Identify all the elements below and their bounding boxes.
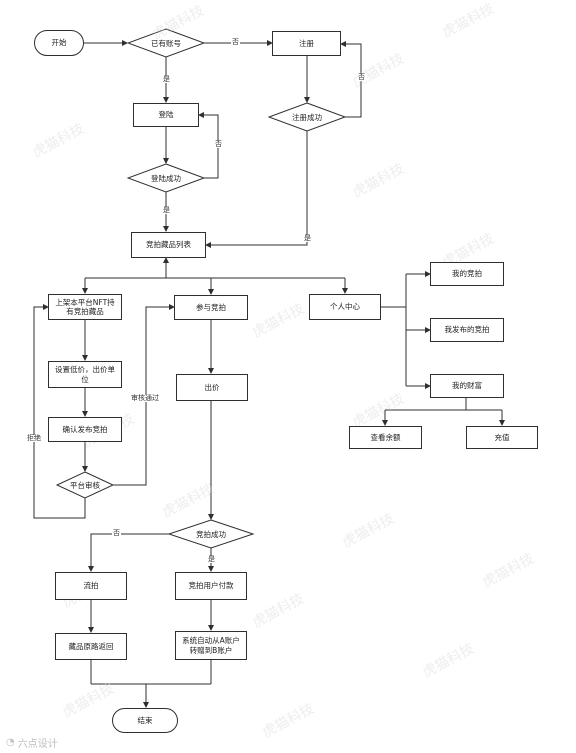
platform-review-decision: 平台审核 [70, 480, 100, 490]
personal-center-node: 个人中心 [309, 294, 381, 320]
login-success-decision: 登陆成功 [151, 173, 181, 183]
edge-label-no: 否 [112, 529, 121, 537]
my-published-node: 我发布的竞拍 [430, 318, 504, 342]
edge-label-yes: 是 [207, 555, 216, 563]
edge-review-reject [33, 304, 86, 519]
recharge-node: 充值 [466, 426, 538, 449]
end-node: 结束 [112, 708, 178, 733]
edge-label-yes: 是 [162, 206, 171, 214]
user-pay-node: 竞拍用户付款 [175, 572, 247, 600]
edge-success-no [88, 533, 169, 572]
confirm-publish-node: 确认发布竞拍 [48, 417, 122, 442]
register-success-decision: 注册成功 [292, 112, 322, 122]
edge-label-no: 否 [357, 73, 366, 81]
footer-text: 六点设计 [17, 739, 58, 750]
edge-label-yes: 是 [303, 234, 312, 242]
list-nft-node: 上架本平台NFT持有竞拍藏品 [48, 294, 122, 320]
auction-success-decision: 竞拍成功 [196, 529, 226, 539]
my-wealth-node: 我的财富 [430, 374, 504, 398]
login-node: 登陆 [133, 103, 199, 127]
has-account-decision: 已有账号 [151, 38, 181, 48]
set-price-node: 设置低价，出价单位 [48, 361, 122, 388]
failed-auction-node: 流拍 [55, 572, 127, 600]
start-node: 开始 [34, 30, 84, 56]
join-auction-node: 参与竞拍 [174, 295, 248, 320]
register-node: 注册 [272, 31, 341, 56]
edge-label-reject: 拒绝 [26, 434, 42, 442]
my-bids-node: 我的竞拍 [430, 262, 504, 286]
edge-label-approved: 审核通过 [130, 394, 160, 402]
footer-logo: ◔ 六点设计 [6, 735, 58, 750]
edge-label-no: 否 [231, 38, 240, 46]
edge-label-no: 否 [214, 140, 223, 148]
edge-register-success-yes [205, 131, 308, 248]
logo-icon: ◔ [6, 737, 15, 748]
edge-label-yes: 是 [162, 75, 171, 83]
check-balance-node: 查看余额 [349, 426, 422, 449]
auto-transfer-node: 系统自动从A账户转赠到B账户 [175, 631, 247, 660]
auction-list-node: 竞拍藏品列表 [131, 232, 206, 258]
returned-node: 藏品原路返回 [55, 633, 127, 660]
bid-node: 出价 [176, 374, 248, 401]
